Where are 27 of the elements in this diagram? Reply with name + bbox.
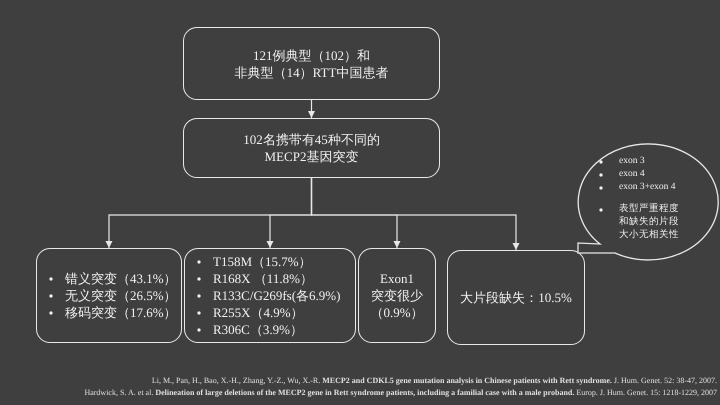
list-item: R306C（3.9%） bbox=[213, 321, 303, 338]
process-box bbox=[447, 250, 585, 345]
list-item: exon 4 bbox=[619, 168, 646, 181]
list-box bbox=[184, 248, 356, 343]
list-item: T158M（15.7%） bbox=[213, 253, 312, 270]
box-text: 大片段缺失：10.5% bbox=[460, 289, 572, 306]
list-item: exon 3+exon 4 bbox=[619, 181, 677, 194]
reference-text: Hardwick, S. A. et al. Delineation of large deletions of the MECP2 gene in Rett syndrome patients, including a familial case with a male proband. Europ. J. Hum. Genet. 15: 1218-1229, 2007 bbox=[84, 388, 717, 397]
list-item: 移码突变（17.6%） bbox=[65, 304, 177, 321]
list-item: exon 3 bbox=[619, 155, 646, 168]
list-item: R133C/G269fs(各6.9%) bbox=[213, 287, 340, 304]
list-item: 无义突变（26.5%） bbox=[65, 287, 177, 304]
process-box bbox=[183, 27, 440, 100]
reference-text: Li, M., Pan, H., Bao, X.-H., Zhang, Y.-Z., Wu, X.-R. MECP2 and CDKL5 gene mutation analysis in Chinese patients with Rett syndrome. J. Hum. Genet. 52: 38-47, 2007. bbox=[152, 376, 717, 385]
process-box bbox=[358, 248, 436, 343]
list-item: 错义突变（43.1%） bbox=[65, 270, 177, 287]
box-text: 102名携带有45种不同的MECP2基因突变 bbox=[243, 131, 380, 165]
speech-bubble bbox=[575, 143, 720, 263]
arrow bbox=[308, 100, 316, 118]
box-text: Exon1突变很少（0.9%） bbox=[370, 270, 424, 321]
list-box bbox=[36, 248, 182, 343]
arrow bbox=[310, 178, 520, 250]
list-item: 表型严重程度和缺失的片段大小无相关性 bbox=[619, 203, 679, 242]
list-item: R255X（4.9%） bbox=[213, 304, 304, 321]
process-box bbox=[183, 118, 440, 178]
box-text: 121例典型（102）和非典型（14）RTT中国患者 bbox=[234, 46, 388, 80]
list-item: R168X （11.8%） bbox=[213, 270, 313, 287]
